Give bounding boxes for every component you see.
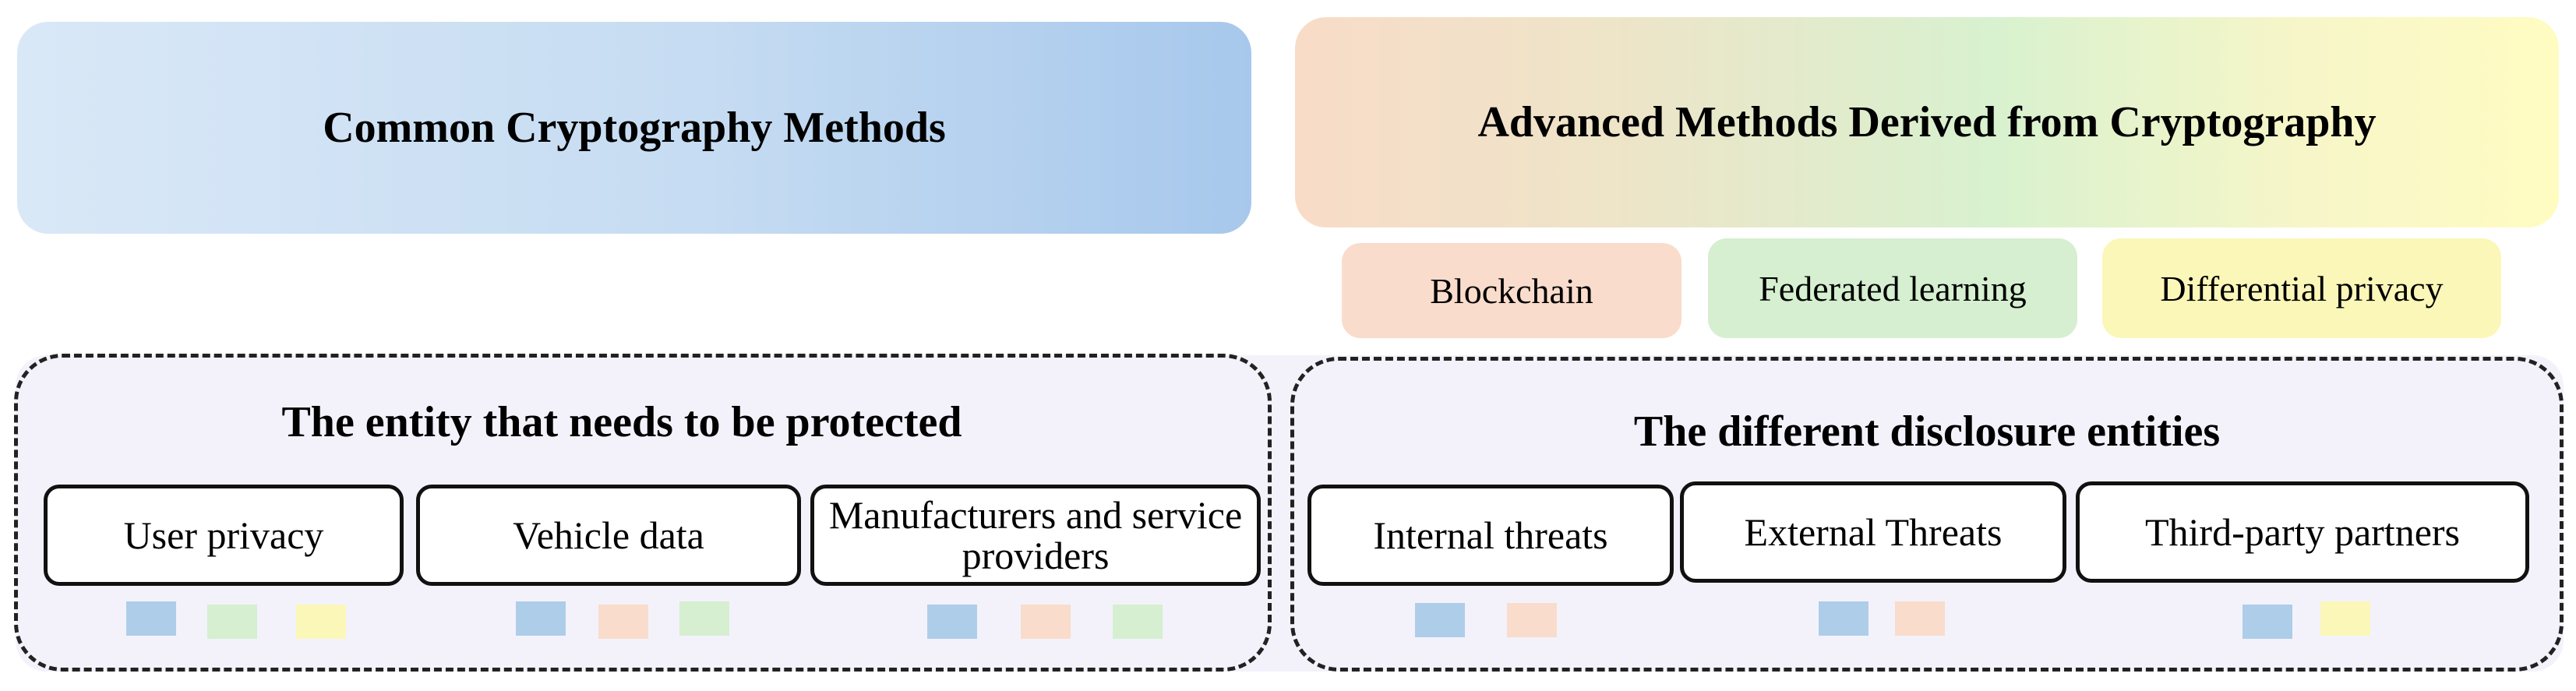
tag-user-privacy-yellow bbox=[296, 605, 346, 639]
tag-external-threats-orange bbox=[1895, 601, 1945, 636]
advanced-methods-banner: Advanced Methods Derived from Cryptograp… bbox=[1295, 17, 2559, 227]
disclosure-entities-group bbox=[1290, 357, 2564, 672]
tag-manufacturers-blue bbox=[927, 605, 977, 639]
tag-internal-threats-blue bbox=[1415, 603, 1465, 637]
tag-vehicle-data-blue bbox=[516, 601, 566, 636]
entity-external-threats: External Threats bbox=[1680, 481, 2066, 583]
tag-vehicle-data-orange bbox=[598, 605, 648, 639]
tag-third-party-yellow bbox=[2320, 601, 2370, 636]
entity-manufacturers-and-service-providers: Manufacturers and service providers bbox=[810, 485, 1261, 586]
method-blockchain-label: Blockchain bbox=[1430, 270, 1593, 311]
tag-user-privacy-blue bbox=[126, 601, 176, 636]
entity-vehicle-data: Vehicle data bbox=[416, 485, 801, 586]
method-federated-learning-label: Federated learning bbox=[1759, 268, 2027, 308]
tag-manufacturers-orange bbox=[1021, 605, 1071, 639]
method-federated-learning: Federated learning bbox=[1708, 238, 2077, 338]
common-methods-title: Common Cryptography Methods bbox=[323, 104, 946, 152]
tag-third-party-blue bbox=[2243, 605, 2292, 639]
protected-entity-title: The entity that needs to be protected bbox=[281, 398, 962, 446]
tag-manufacturers-green bbox=[1113, 605, 1163, 639]
advanced-methods-title: Advanced Methods Derived from Cryptograp… bbox=[1477, 98, 2377, 146]
method-blockchain: Blockchain bbox=[1342, 243, 1681, 338]
common-methods-banner: Common Cryptography Methods bbox=[17, 22, 1251, 234]
entity-internal-threats: Internal threats bbox=[1307, 485, 1674, 586]
tag-internal-threats-orange bbox=[1507, 603, 1557, 637]
method-differential-privacy: Differential privacy bbox=[2102, 238, 2501, 338]
tag-external-threats-blue bbox=[1819, 601, 1868, 636]
entity-user-privacy: User privacy bbox=[44, 485, 404, 586]
tag-user-privacy-green bbox=[207, 605, 257, 639]
tag-vehicle-data-green bbox=[679, 601, 729, 636]
protected-entity-group bbox=[14, 354, 1272, 672]
method-differential-privacy-label: Differential privacy bbox=[2160, 268, 2444, 308]
disclosure-entities-title: The different disclosure entities bbox=[1633, 407, 2221, 456]
entity-third-party-partners: Third-party partners bbox=[2076, 481, 2529, 583]
